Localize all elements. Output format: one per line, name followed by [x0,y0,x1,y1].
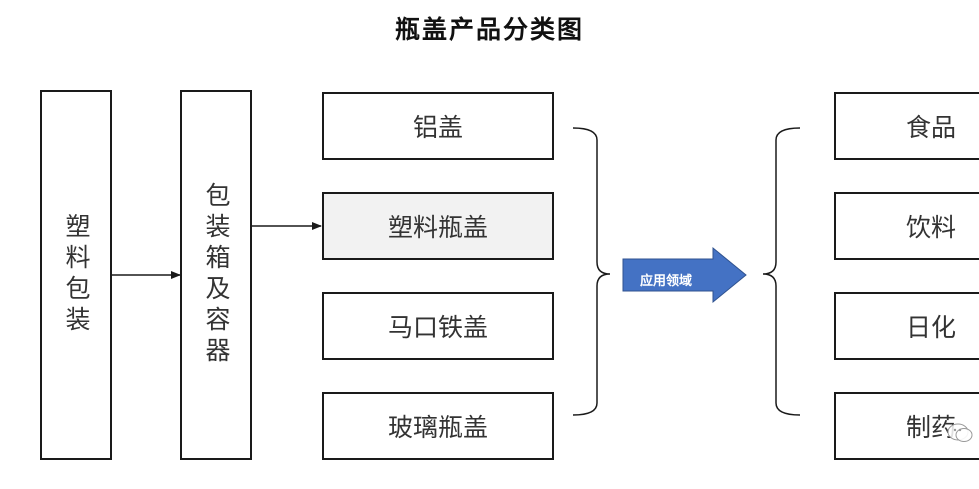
application-label: 制药 [906,413,957,442]
aluminum-cap-box: 铝盖 [322,92,554,160]
application-arrow [622,246,747,304]
application-beverage-box: 饮料 [834,192,979,260]
diagram-title: 瓶盖产品分类图 [394,15,584,44]
plastic-cap-box: 塑料瓶盖 [322,192,554,260]
application-arrow-label: 应用领域 [640,274,693,289]
packaging-containers-box: 包装箱及容器 [180,90,252,460]
cap-label: 塑料瓶盖 [387,213,488,242]
application-label: 食品 [906,113,957,142]
cap-label: 铝盖 [412,113,463,142]
cap-label: 马口铁盖 [387,313,488,342]
application-label: 日化 [906,313,957,342]
plastic-packaging-label: 塑料包装 [62,213,91,337]
left-brace [762,127,801,416]
wechat-watermark-icon [947,423,973,442]
glass-cap-box: 玻璃瓶盖 [322,392,554,460]
application-label: 饮料 [906,213,957,242]
right-brace [572,127,611,416]
tinplate-cap-box: 马口铁盖 [322,292,554,360]
application-daily-chem-box: 日化 [834,292,979,360]
plastic-packaging-box: 塑料包装 [40,90,112,460]
cap-label: 玻璃瓶盖 [387,413,488,442]
packaging-containers-label: 包装箱及容器 [202,182,231,368]
application-food-box: 食品 [834,92,979,160]
